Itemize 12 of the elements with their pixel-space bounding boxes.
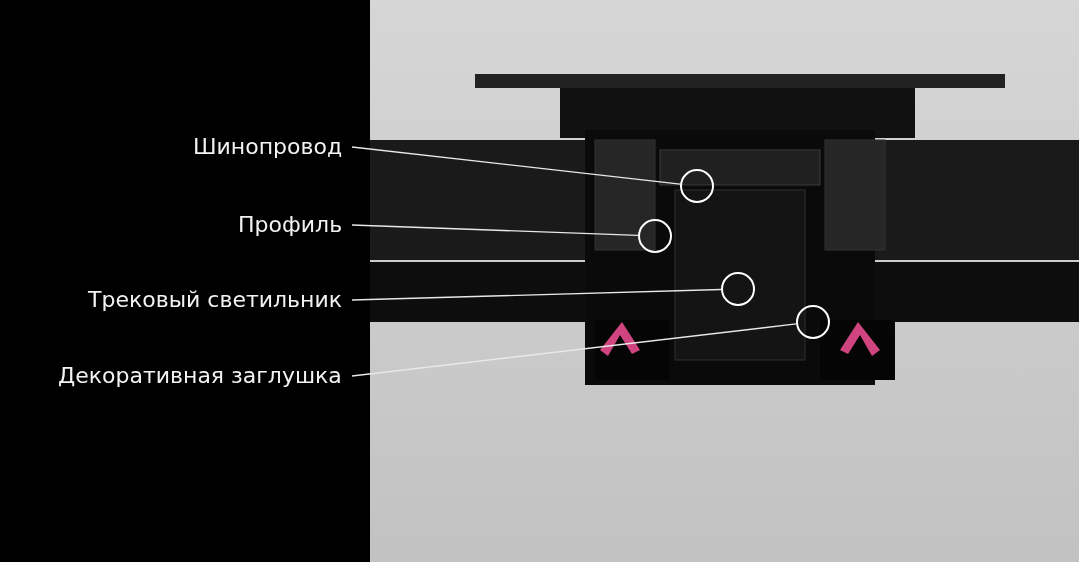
part-label: Трековый светильник (88, 287, 343, 313)
target-circle (638, 219, 672, 253)
target-circle (721, 272, 755, 306)
leader-line (351, 323, 797, 377)
target-circle (680, 169, 714, 203)
part-label: Декоративная заглушка (58, 363, 342, 389)
part-label: Профиль (238, 212, 343, 238)
leader-line (351, 288, 722, 301)
leader-line (351, 224, 639, 237)
part-label: Шинопровод (193, 134, 343, 160)
leader-line (351, 146, 681, 185)
target-circle (796, 305, 830, 339)
